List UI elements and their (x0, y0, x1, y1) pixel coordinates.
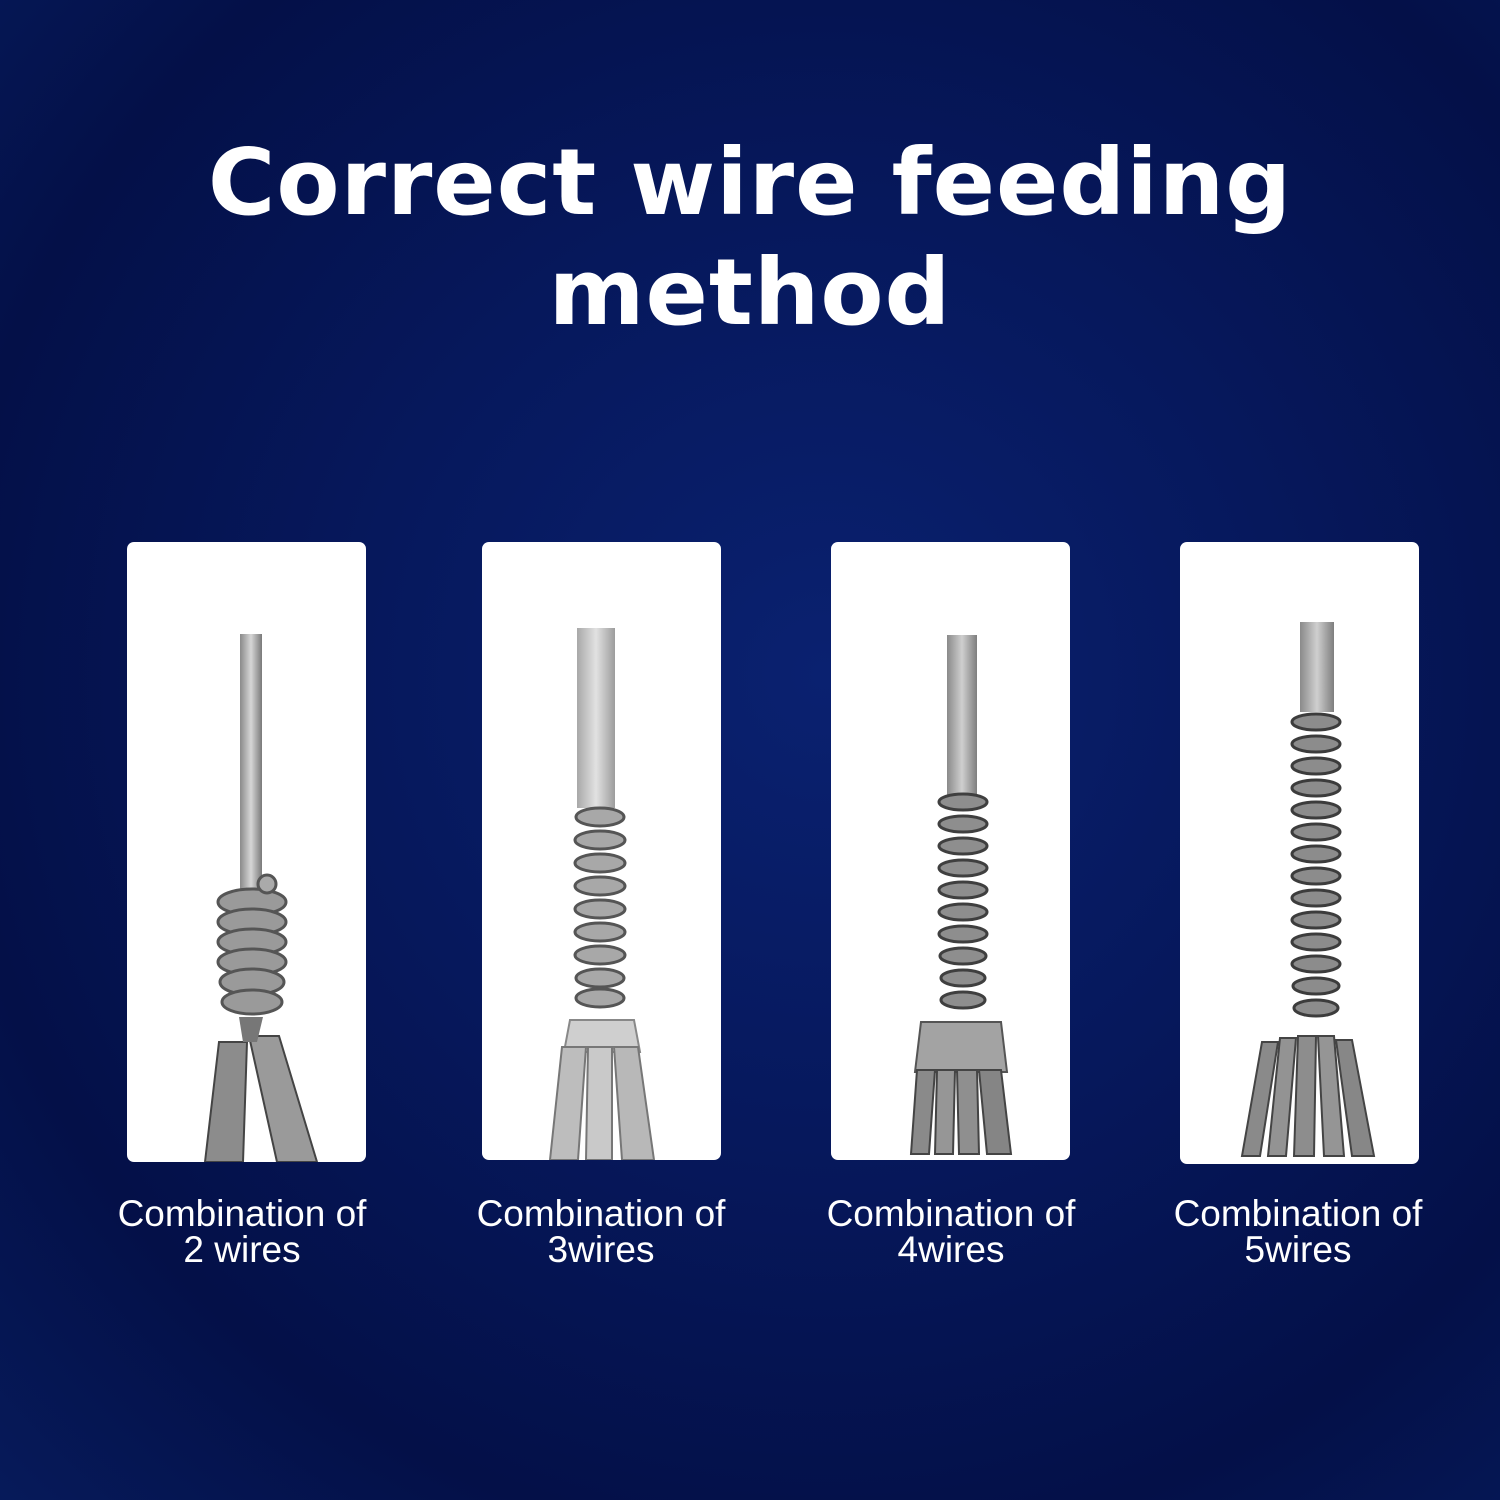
caption-2-wires: Combination of 2 wires (82, 1193, 402, 1270)
wire-photo-4-wires (831, 542, 1070, 1160)
caption-line: Combination of (117, 1193, 367, 1234)
caption-4-wires: Combination of 4wires (791, 1193, 1111, 1270)
caption-line: 2 wires (183, 1229, 301, 1270)
caption-line: 4wires (897, 1229, 1005, 1270)
wire-photo-3-wires (482, 542, 721, 1160)
wire-illustration (548, 628, 656, 1160)
wire-illustration (203, 634, 319, 1162)
caption-line: 3wires (547, 1229, 655, 1270)
caption-line: 5wires (1244, 1229, 1352, 1270)
wire-photo-2-wires (127, 542, 366, 1162)
caption-line: Combination of (476, 1193, 726, 1234)
caption-line: Combination of (1173, 1193, 1423, 1234)
wire-illustration (1240, 622, 1376, 1157)
caption-5-wires: Combination of 5wires (1138, 1193, 1458, 1270)
caption-3-wires: Combination of 3wires (441, 1193, 761, 1270)
wire-photo-5-wires (1180, 542, 1419, 1164)
caption-line: Combination of (826, 1193, 1076, 1234)
page-title: Correct wire feeding method (207, 129, 1293, 346)
wire-illustration (909, 635, 1013, 1155)
